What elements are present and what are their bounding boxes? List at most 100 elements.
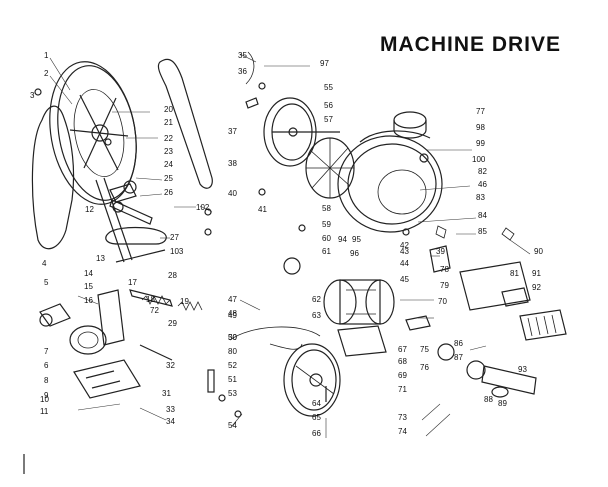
part-label-57: 57 bbox=[324, 115, 333, 124]
part-label-14: 14 bbox=[84, 269, 93, 278]
part-label-88: 88 bbox=[484, 395, 493, 404]
part-label-73: 73 bbox=[398, 413, 407, 422]
part-label-83: 83 bbox=[476, 193, 485, 202]
part-label-78: 78 bbox=[440, 265, 449, 274]
part-label-58: 58 bbox=[322, 204, 331, 213]
part-label-10: 10 bbox=[40, 395, 49, 404]
part-label-86: 86 bbox=[454, 339, 463, 348]
part-label-34: 34 bbox=[166, 417, 175, 426]
motor bbox=[323, 279, 395, 325]
part-label-5: 5 bbox=[44, 278, 49, 287]
part-label-70: 70 bbox=[438, 297, 447, 306]
diagram-title: MACHINE DRIVE bbox=[380, 33, 562, 56]
part-label-60: 60 bbox=[322, 234, 331, 243]
part-label-22: 22 bbox=[164, 134, 173, 143]
part-label-39: 39 bbox=[436, 247, 445, 256]
bracket-16 bbox=[97, 289, 125, 346]
part-label-47: 47 bbox=[228, 295, 237, 304]
part-label-53: 53 bbox=[228, 389, 237, 398]
part-label-64: 64 bbox=[312, 399, 321, 408]
part-label-48: 48 bbox=[228, 309, 237, 318]
part-label-55: 55 bbox=[324, 83, 333, 92]
part-label-68: 68 bbox=[398, 357, 407, 366]
part-label-92: 92 bbox=[532, 283, 541, 292]
part-label-51: 51 bbox=[228, 375, 237, 384]
part-label-43: 43 bbox=[400, 247, 409, 256]
part-label-18: 18 bbox=[146, 295, 155, 304]
part-label-44: 44 bbox=[400, 259, 409, 268]
part-label-24: 24 bbox=[164, 160, 173, 169]
part-label-97: 97 bbox=[320, 59, 329, 68]
part-label-30: 30 bbox=[228, 333, 237, 342]
part-label-65: 65 bbox=[312, 413, 321, 422]
part-label-59: 59 bbox=[322, 220, 331, 229]
blower-housing bbox=[337, 130, 443, 233]
part-label-33: 33 bbox=[166, 405, 175, 414]
parts-artwork bbox=[23, 51, 567, 474]
part-label-102: 102 bbox=[196, 203, 210, 212]
part-label-50: 50 bbox=[228, 333, 237, 342]
part-label-20: 20 bbox=[164, 105, 173, 114]
part-label-56: 56 bbox=[324, 101, 333, 110]
part-label-28: 28 bbox=[168, 271, 177, 280]
part-label-40: 40 bbox=[228, 189, 237, 198]
part-label-54: 54 bbox=[228, 421, 237, 430]
part-label-61: 61 bbox=[322, 247, 331, 256]
part-label-91: 91 bbox=[532, 269, 541, 278]
wheel-37 bbox=[263, 97, 340, 167]
long-belt bbox=[157, 58, 213, 189]
pulley-51 bbox=[283, 343, 341, 417]
part-label-6: 6 bbox=[44, 361, 49, 370]
part-label-4: 4 bbox=[42, 259, 47, 268]
part-label-63: 63 bbox=[312, 311, 321, 320]
part-label-31: 31 bbox=[162, 389, 171, 398]
part-label-23: 23 bbox=[164, 147, 173, 156]
shaft-assembly bbox=[481, 365, 537, 395]
part-label-99: 99 bbox=[476, 139, 485, 148]
part-label-35: 35 bbox=[238, 51, 247, 60]
part-label-29: 29 bbox=[168, 319, 177, 328]
part-label-96: 96 bbox=[350, 249, 359, 258]
drive-belt bbox=[31, 105, 75, 250]
bracket-82 bbox=[459, 261, 531, 311]
large-pulley bbox=[49, 61, 137, 205]
part-label-80: 80 bbox=[228, 347, 237, 356]
part-label-72: 72 bbox=[150, 306, 159, 315]
cap-55 bbox=[393, 111, 427, 129]
part-label-37: 37 bbox=[228, 127, 237, 136]
spring bbox=[141, 295, 171, 305]
part-label-19: 19 bbox=[180, 297, 189, 306]
part-label-69: 69 bbox=[398, 371, 407, 380]
part-label-90: 90 bbox=[534, 247, 543, 256]
part-label-11: 11 bbox=[40, 407, 49, 416]
part-label-3: 3 bbox=[30, 91, 35, 100]
base-plate bbox=[73, 359, 141, 399]
part-label-21: 21 bbox=[164, 118, 173, 127]
part-label-45: 45 bbox=[400, 275, 409, 284]
part-label-74: 74 bbox=[398, 427, 407, 436]
part-label-46: 46 bbox=[478, 180, 487, 189]
part-label-103: 103 bbox=[170, 247, 184, 256]
part-label-2: 2 bbox=[44, 69, 49, 78]
part-label-66: 66 bbox=[312, 429, 321, 438]
part-label-9: 9 bbox=[44, 391, 49, 400]
part-label-75: 75 bbox=[420, 345, 429, 354]
part-label-52: 52 bbox=[228, 361, 237, 370]
part-label-8: 8 bbox=[44, 376, 49, 385]
part-label-13: 13 bbox=[96, 254, 105, 263]
part-label-95: 95 bbox=[352, 235, 361, 244]
part-label-79: 79 bbox=[440, 281, 449, 290]
part-label-87: 87 bbox=[454, 353, 463, 362]
part-label-84: 84 bbox=[478, 211, 487, 220]
part-label-38: 38 bbox=[228, 159, 237, 168]
part-label-15: 15 bbox=[84, 282, 93, 291]
part-label-25: 25 bbox=[164, 174, 173, 183]
part-label-26: 26 bbox=[164, 188, 173, 197]
part-label-1: 1 bbox=[44, 51, 49, 60]
part-label-27: 27 bbox=[170, 233, 179, 242]
part-label-62: 62 bbox=[312, 295, 321, 304]
part-label-89: 89 bbox=[498, 399, 507, 408]
